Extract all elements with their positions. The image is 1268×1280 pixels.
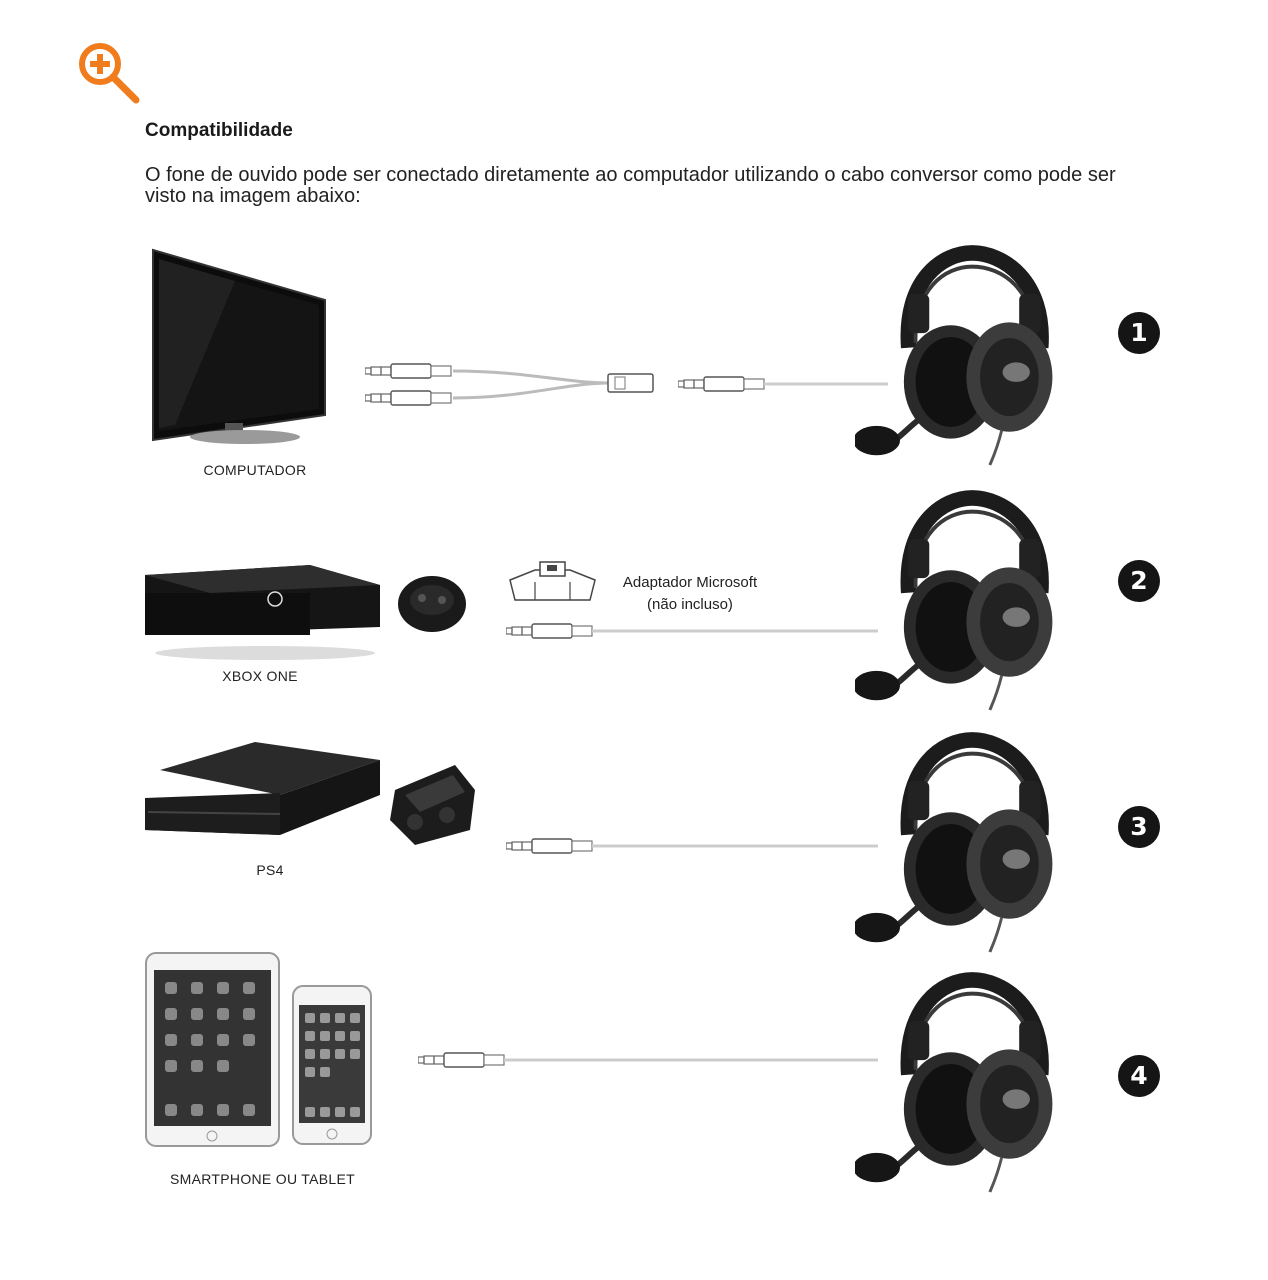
step-number-badge: 3 xyxy=(1118,806,1160,848)
headset-illustration xyxy=(855,245,1070,470)
audio-cable-illustration xyxy=(506,623,878,639)
device-label-xbox-one: XBOX ONE xyxy=(222,668,298,684)
xbox-console-illustration xyxy=(145,565,380,660)
tablet-illustration xyxy=(145,952,280,1147)
step-number-badge: 4 xyxy=(1118,1055,1160,1097)
xbox-controller-illustration xyxy=(398,576,466,632)
ps4-console-illustration xyxy=(145,742,380,835)
device-label-computador: COMPUTADOR xyxy=(203,462,307,478)
adapter-caption-line2: (não incluso) xyxy=(647,596,733,613)
description-text: O fone de ouvido pode ser conectado dire… xyxy=(145,164,1116,207)
audio-cable-illustration xyxy=(506,838,878,854)
smartphone-illustration xyxy=(292,985,372,1145)
audio-cable-illustration xyxy=(678,376,888,392)
microsoft-adapter-icon xyxy=(509,561,596,601)
step-number-badge: 1 xyxy=(1118,312,1160,354)
ps4-controller-illustration xyxy=(390,765,475,845)
adapter-caption: Adaptador Microsoft (não incluso) xyxy=(600,572,780,616)
device-label-smartphone-tablet: SMARTPHONE OU TABLET xyxy=(170,1171,355,1187)
headset-illustration xyxy=(855,732,1070,957)
monitor-illustration xyxy=(152,248,326,444)
splitter-cable-illustration xyxy=(365,363,654,406)
headset-illustration xyxy=(855,972,1070,1197)
audio-cable-illustration xyxy=(418,1052,878,1068)
adapter-caption-line1: Adaptador Microsoft xyxy=(622,574,758,591)
page-title: Compatibilidade xyxy=(145,120,293,141)
device-label-ps4: PS4 xyxy=(256,862,284,878)
zoom-in-icon[interactable] xyxy=(76,40,142,106)
step-number-badge: 2 xyxy=(1118,560,1160,602)
headset-illustration xyxy=(855,490,1070,715)
